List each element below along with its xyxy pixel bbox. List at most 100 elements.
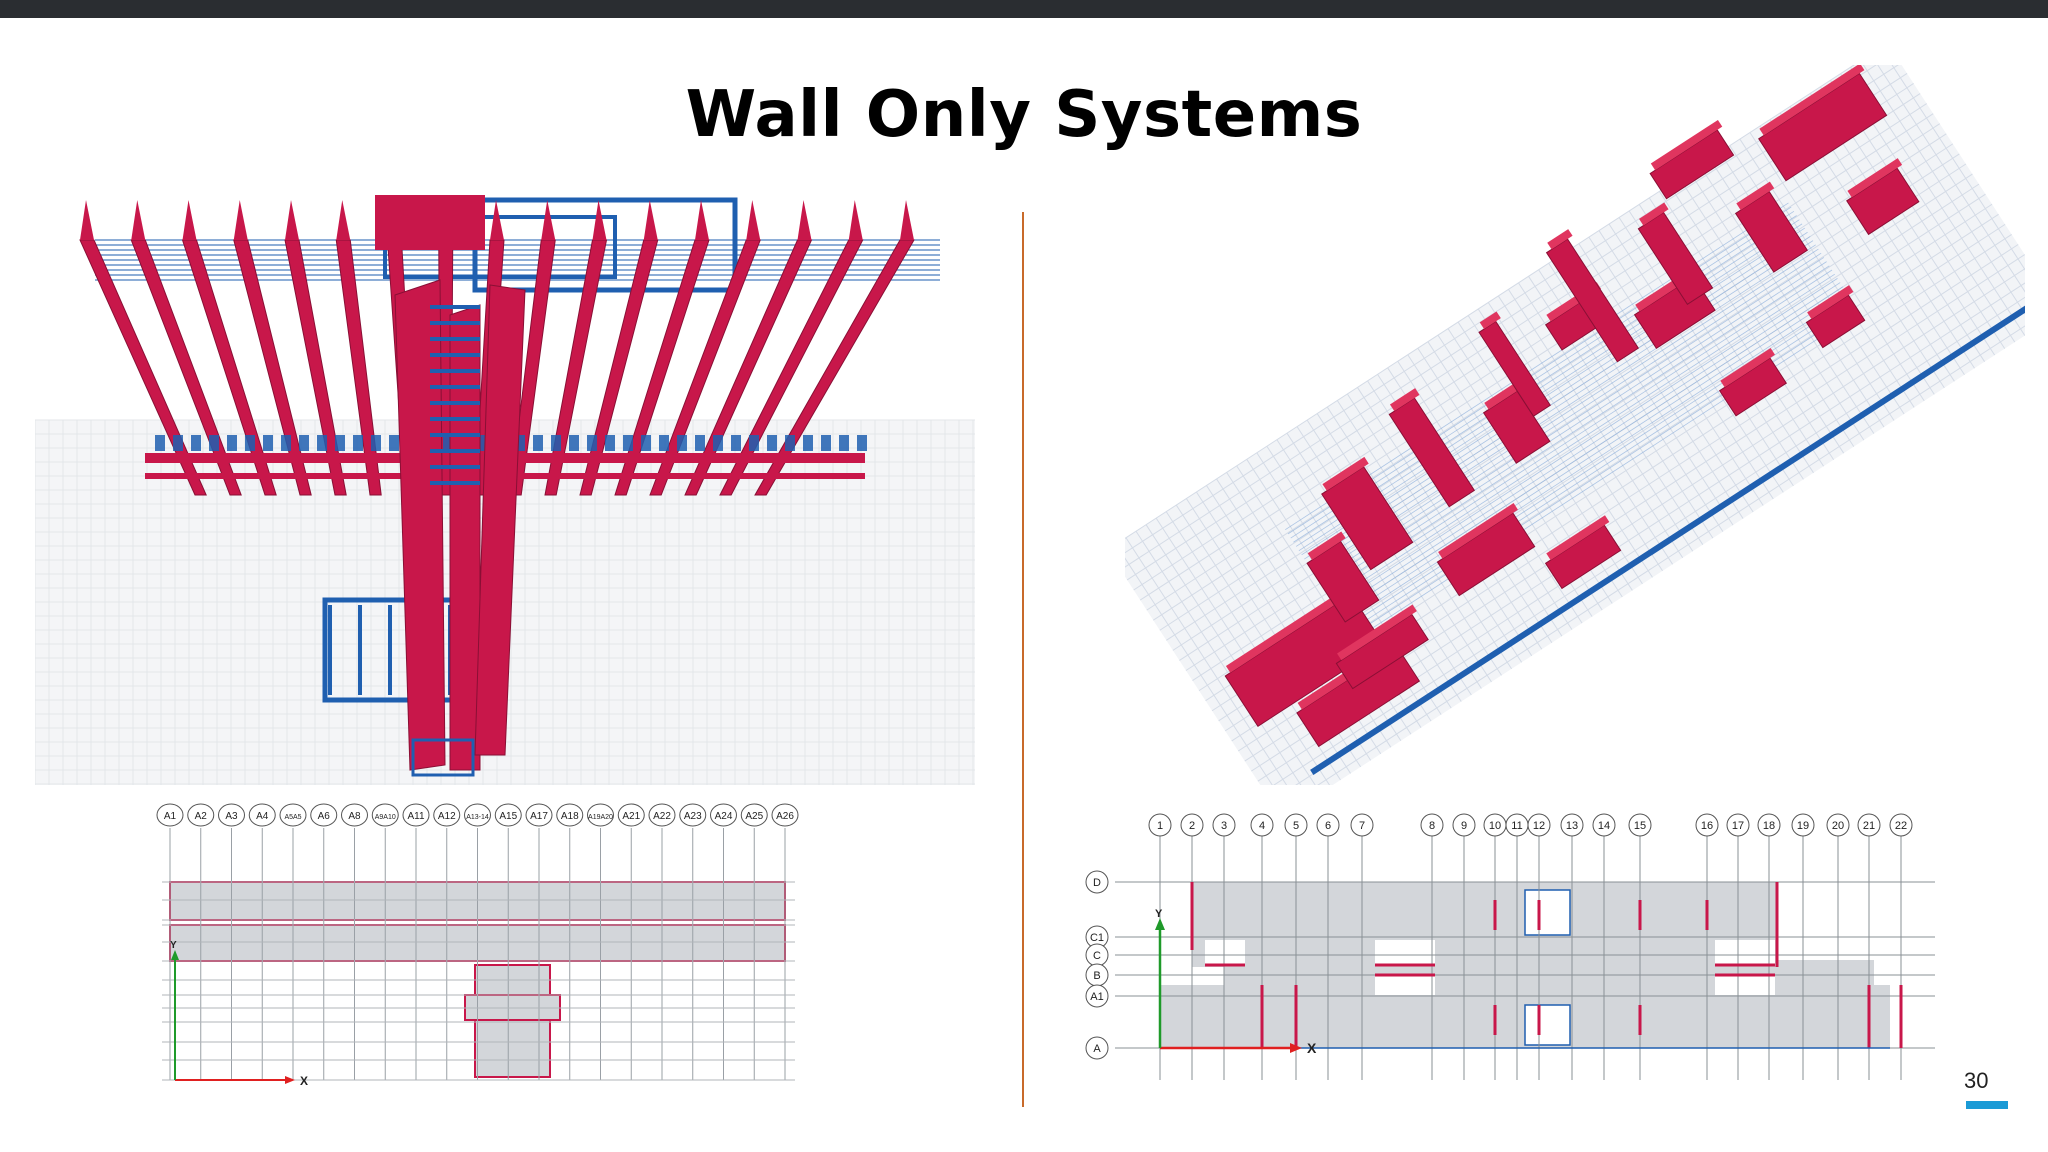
- grid-bubble: [556, 803, 584, 827]
- beam-segment: [173, 435, 183, 451]
- grid-bubble: [464, 803, 491, 827]
- beam-segment: [443, 435, 453, 451]
- beam-segment: [245, 435, 255, 451]
- beam-segment: [569, 435, 579, 451]
- wall-top-face: [1547, 229, 1573, 250]
- center-divider: [1022, 212, 1024, 1107]
- grid-bubble: [648, 803, 676, 827]
- grid-label: 4: [1259, 820, 1265, 832]
- slab-upper: [1192, 882, 1777, 967]
- grid-bubble: [1085, 984, 1109, 1008]
- grid-bubble: [740, 803, 768, 827]
- beam-segment: [515, 435, 525, 451]
- slab-opening: [1715, 975, 1775, 995]
- floor-line: [1342, 290, 1846, 619]
- edge-beam: [1310, 301, 2025, 775]
- grid-bubble: [1527, 813, 1551, 837]
- page-number: 30: [1964, 1068, 1989, 1093]
- core-floor: [430, 465, 480, 469]
- shear-wall: [1846, 167, 1920, 236]
- beam-segment: [659, 435, 669, 451]
- slab-opening: [1715, 940, 1775, 965]
- wall-top-face: [1484, 381, 1523, 410]
- grid-line: [1179, 153, 1960, 661]
- grid-label: A4: [256, 811, 269, 822]
- grid-line: [1159, 123, 1941, 631]
- core-wall-top: [375, 195, 485, 250]
- beam-segment: [317, 435, 327, 451]
- core-opening: [1524, 1004, 1571, 1046]
- wall-top-face: [1389, 388, 1420, 412]
- grid-label: A1: [164, 811, 177, 822]
- wall-top-face: [1736, 181, 1775, 211]
- shear-wall: [1544, 524, 1622, 590]
- floor-line: [1344, 294, 1849, 623]
- grid-bubble: [310, 803, 338, 827]
- wall-top: [848, 200, 863, 240]
- wall-top: [746, 200, 761, 240]
- wall-top: [592, 200, 607, 240]
- grid-label: 7: [1359, 820, 1365, 832]
- wall-top-face: [1650, 119, 1723, 171]
- grid-label: A19A20: [588, 814, 613, 821]
- core-floor: [430, 321, 480, 325]
- wall-top-face: [1307, 531, 1346, 560]
- grid-label: 12: [1533, 820, 1545, 832]
- beam-segment: [479, 435, 489, 451]
- beam-segment: [623, 435, 633, 451]
- beam-segment: [785, 435, 795, 451]
- grid-bubble: [1350, 813, 1374, 837]
- grid-label: 11: [1511, 820, 1522, 832]
- beam-segment: [155, 435, 165, 451]
- grid-label: A17: [530, 811, 548, 822]
- grid-line: [1880, 65, 2025, 317]
- shear-wall: [1545, 238, 1640, 363]
- grid-line: [1860, 65, 2025, 330]
- grid-label: 1: [1157, 820, 1163, 832]
- beam-segment: [299, 435, 309, 451]
- wall-top: [131, 200, 146, 240]
- beam-segment: [713, 435, 723, 451]
- grid-label: A15: [499, 811, 517, 822]
- axis-y-label: Y: [170, 940, 177, 951]
- floor-line: [1339, 286, 1844, 614]
- grid-bubble: [1316, 813, 1340, 837]
- grid-label: A23: [684, 811, 702, 822]
- grid-line: [1135, 530, 1311, 785]
- grid-bubble: [1791, 813, 1815, 837]
- floor-line: [1336, 282, 1841, 610]
- grid-label: 18: [1763, 820, 1775, 832]
- grid-bubble: [771, 803, 799, 827]
- grid-bubble: [1284, 813, 1308, 837]
- beam-segment: [641, 435, 651, 451]
- beam-segment: [209, 435, 219, 451]
- wall-top-face: [1720, 348, 1775, 388]
- slide-title: Wall Only Systems: [685, 78, 1363, 152]
- grid-bubble: [1560, 813, 1584, 837]
- grid-label: A12: [438, 811, 456, 822]
- grid-label: 6: [1325, 820, 1331, 832]
- wall-top-face: [1847, 158, 1903, 198]
- grid-bubble: [1420, 813, 1444, 837]
- right-3d-model: [1125, 65, 2025, 785]
- grid-label: 3: [1221, 820, 1227, 832]
- shear-wall: [1734, 190, 1809, 273]
- grid-bubble: [525, 803, 553, 827]
- grid-bubble: [679, 803, 707, 827]
- grid-bubble: [1826, 813, 1850, 837]
- wall-top: [695, 200, 709, 240]
- wall-top-face: [1807, 285, 1854, 320]
- grid-bubble: [587, 803, 614, 827]
- wall-top-face: [1322, 456, 1369, 491]
- axis-y-arrow: [1155, 918, 1165, 930]
- beam-segment: [389, 435, 399, 451]
- grid-bubble: [1452, 813, 1476, 837]
- beam-segment: [605, 435, 615, 451]
- grid-bubble: [710, 803, 737, 827]
- beam-segment: [695, 435, 705, 451]
- core-floor: [430, 433, 480, 437]
- wall-top: [900, 200, 914, 240]
- grid-label: A22: [653, 811, 671, 822]
